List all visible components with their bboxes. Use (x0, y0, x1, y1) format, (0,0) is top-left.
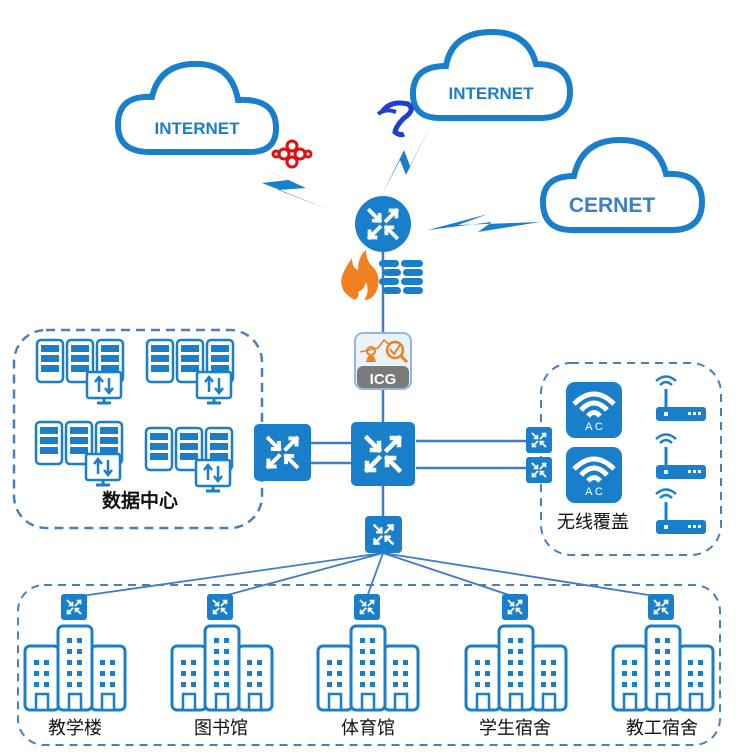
svg-text:A C: A C (585, 421, 603, 433)
cloud-cernet: CERNET (539, 136, 706, 233)
datacenter-label: 数据中心 (102, 489, 178, 512)
campus-group (17, 584, 721, 746)
cloud-label: INTERNET (449, 84, 535, 103)
access-point-icon (654, 488, 708, 536)
access-point-icon (654, 433, 708, 481)
router-icon (355, 196, 411, 252)
telecom-logo-icon (376, 100, 414, 138)
building-gym: 体育馆 (316, 594, 420, 739)
core-switch-icon (351, 422, 415, 486)
server-group-icon (36, 422, 122, 485)
building-label: 体育馆 (341, 718, 395, 739)
icg-gateway-icon: ICG (354, 332, 412, 390)
cloud-label: INTERNET (155, 119, 241, 138)
server-group-icon (37, 340, 123, 403)
server-group-icon (147, 340, 233, 403)
access-point-icon (654, 375, 708, 423)
building-label: 学生宿舍 (479, 718, 551, 739)
wireless-switch-icon (526, 457, 552, 483)
wireless-label: 无线覆盖 (557, 512, 629, 533)
icg-label: ICG (370, 371, 397, 388)
building-library: 图书馆 (170, 594, 274, 739)
ac-controller-icon: A C (566, 447, 622, 503)
svg-text:A C: A C (585, 486, 603, 498)
access-switch-icon (207, 594, 233, 620)
building-label: 教工宿舍 (626, 718, 698, 739)
wireless-switch-icon (526, 427, 552, 453)
building-student-dorm: 学生宿舍 (464, 594, 568, 739)
aggregation-switch-icon (365, 516, 402, 553)
cloud-label: CERNET (569, 194, 656, 217)
ac-controller-icon: A C (566, 382, 622, 438)
cloud-internet-unicom: INTERNET (114, 60, 280, 155)
datacenter-switch-icon (254, 424, 311, 481)
lightning-link-icon (382, 122, 432, 195)
access-switch-icon (354, 594, 380, 620)
building-label: 教学楼 (48, 718, 102, 739)
firewall-icon (341, 250, 423, 300)
lightning-link-icon (428, 214, 540, 232)
building-staff-dorm: 教工宿舍 (611, 594, 715, 739)
building-teaching: 教学楼 (23, 594, 127, 739)
building-label: 图书馆 (194, 718, 248, 739)
building-links (73, 552, 662, 598)
access-switch-icon (61, 594, 87, 620)
unicom-logo-icon (271, 139, 313, 169)
lightning-link-icon (240, 158, 330, 210)
server-group-icon (146, 428, 232, 491)
access-switch-icon (648, 594, 674, 620)
cloud-internet-telecom: INTERNET (409, 28, 574, 121)
access-switch-icon (502, 594, 528, 620)
links (310, 250, 527, 517)
